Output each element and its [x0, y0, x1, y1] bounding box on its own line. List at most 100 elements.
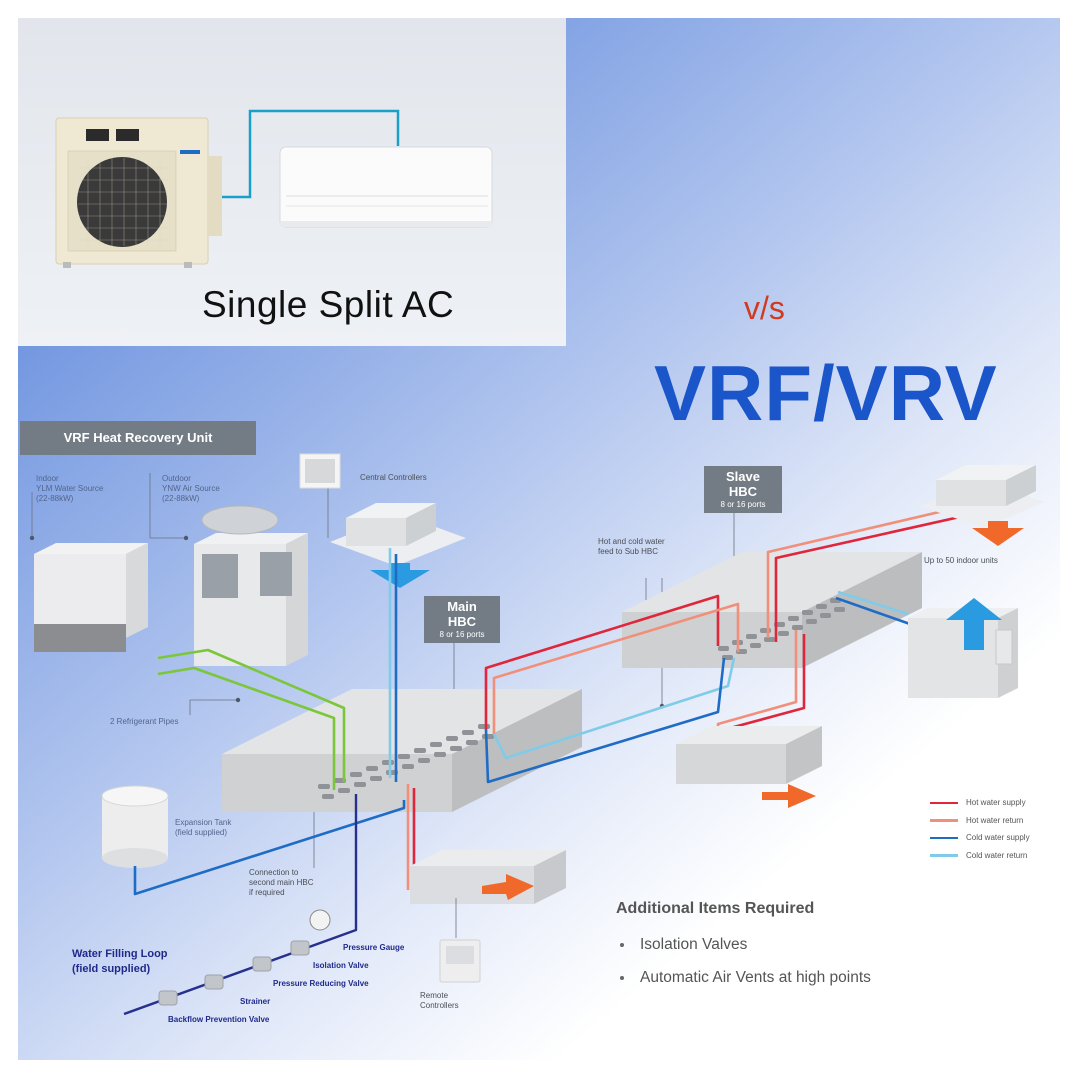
outdoor-unit-fan-grille: [201, 505, 279, 535]
ducted-unit-side: [786, 726, 822, 784]
main-hbc-port: [418, 758, 430, 763]
wall-unit-warm-airflow-arrow-icon: [482, 874, 534, 900]
floor-standing-unit-front: [908, 618, 998, 698]
pressure-gauge-icon: [309, 909, 331, 931]
main-hbc-port: [414, 748, 426, 753]
indoor-source-line2: YLM Water Source: [36, 484, 104, 493]
outdoor-unit-coil-side: [260, 552, 292, 596]
main-hbc-label: Main HBC 8 or 16 ports: [424, 596, 500, 644]
main-hbc-port: [402, 764, 414, 769]
legend-label: Cold water return: [966, 850, 1028, 860]
slave-hbc-port: [806, 619, 817, 624]
main-hbc-port: [482, 734, 494, 739]
pipe-legend: Hot water supply Hot water return Cold w…: [930, 794, 1030, 864]
second-hbc-connection-label: Connection to second main HBC if require…: [249, 868, 313, 898]
legend-swatch: [930, 836, 958, 839]
slave-hbc-port: [764, 637, 775, 642]
legend-label: Hot water supply: [966, 798, 1026, 808]
additional-item-text: Isolation Valves: [640, 935, 748, 953]
ducted-unit-top: [676, 726, 822, 744]
fill-loop-valve-0: [158, 990, 178, 1006]
backflow-prevention-valve-label: Backflow Prevention Valve: [168, 1015, 270, 1024]
main-hbc-unit-top: [222, 689, 582, 754]
second-hbc-line1: Connection to: [249, 868, 299, 877]
main-hbc-port: [354, 782, 366, 787]
slave-hbc-port: [802, 610, 813, 615]
ducted-warm-airflow-arrow-icon: [762, 784, 816, 808]
slave-hbc-unit-top: [622, 552, 922, 612]
outdoor-source-label: Outdoor YNW Air Source (22-88kW): [162, 474, 220, 504]
slave-hbc-unit-side: [802, 552, 922, 668]
additional-item-text: Automatic Air Vents at high points: [640, 968, 871, 986]
wall-panel-unit-top: [410, 850, 566, 866]
central-controllers-label: Central Controllers: [360, 473, 427, 482]
single-split-ac-panel: Single Split AC: [18, 18, 566, 346]
outdoor-source-line3: (22-88kW): [162, 494, 200, 503]
bullet-icon: [620, 942, 624, 947]
floor-unit-side-panel: [995, 629, 1013, 665]
refrigerant-pipe-2: [157, 666, 336, 790]
outdoor-air-source-unit-top: [194, 533, 308, 544]
upper-cassette-unit-front: [936, 480, 1006, 506]
pressure-reducing-valve-label: Pressure Reducing Valve: [273, 979, 369, 988]
fill-loop-valve-2: [252, 956, 272, 972]
legend-label: Hot water return: [966, 815, 1024, 825]
slave-hbc-port: [816, 604, 827, 609]
strainer-label: Strainer: [240, 997, 271, 1006]
main-hbc-port: [338, 788, 350, 793]
main-to-slave-hot-return: [492, 602, 740, 734]
main-hbc-subtitle: 8 or 16 ports: [439, 629, 485, 639]
ducted-unit-front: [676, 744, 786, 784]
slave-hbc-port: [746, 634, 757, 639]
slave-hbc-port: [778, 631, 789, 636]
additional-item: Isolation Valves: [616, 928, 871, 961]
legend-row-cold-return: Cold water return: [930, 847, 1030, 865]
legend-swatch: [930, 819, 958, 822]
main-hbc-port: [318, 784, 330, 789]
expansion-tank-pipe: [133, 800, 406, 896]
feed-note-line1: Hot and cold water: [598, 537, 665, 546]
wall-panel-unit-side: [534, 850, 566, 904]
slave-hbc-port: [750, 643, 761, 648]
water-filling-loop-line1: Water Filling Loop: [72, 948, 168, 960]
second-hbc-line3: if required: [249, 888, 285, 897]
expansion-tank-line2: (field supplied): [175, 828, 228, 837]
refrigerant-pipes-label: 2 Refrigerant Pipes: [110, 717, 179, 726]
main-hbc-port: [478, 724, 490, 729]
main-hbc-port: [398, 754, 410, 759]
upper-cassette-unit-top: [936, 465, 1036, 480]
legend-swatch: [930, 854, 958, 857]
legend-swatch: [930, 801, 958, 804]
fill-loop-valve-1: [204, 974, 224, 990]
main-hbc-title: Main HBC: [447, 599, 477, 629]
main-hbc-port: [446, 736, 458, 741]
slave-to-cassette-hot-return: [766, 500, 983, 638]
remote-controllers-label: Remote Controllers: [420, 991, 459, 1011]
indoor-units-count-label: Up to 50 indoor units: [924, 556, 998, 565]
main-hbc-port: [322, 794, 334, 799]
main-hbc-port: [462, 730, 474, 735]
remote-controller-screen: [446, 946, 474, 964]
isolation-valve-label: Isolation Valve: [313, 961, 369, 970]
outdoor-condenser-unit: [55, 117, 222, 268]
main-hbc-port: [450, 746, 462, 751]
split-ac-illustration: [55, 109, 493, 268]
outdoor-source-line1: Outdoor: [162, 474, 191, 483]
main-hbc-port: [350, 772, 362, 777]
slave-hbc-title: Slave HBC: [726, 469, 760, 499]
indoor-source-line3: (22-88kW): [36, 494, 74, 503]
slave-hbc-port: [792, 625, 803, 630]
leader-dot: [235, 697, 241, 703]
main-to-slave-hot-supply: [484, 594, 720, 730]
water-filling-loop-line2: (field supplied): [72, 962, 151, 975]
legend-row-hot-return: Hot water return: [930, 812, 1030, 830]
expansion-tank-top: [101, 785, 169, 807]
indoor-source-line1: Indoor: [36, 474, 59, 483]
remote-controllers-line1: Remote: [420, 991, 449, 1000]
ceiling-cassette-unit-side: [406, 503, 436, 546]
hot-cold-feed-label: Hot and cold water feed to Sub HBC: [598, 537, 665, 557]
slave-to-floor-unit-cold-supply: [835, 596, 911, 626]
infographic-canvas[interactable]: Single Split AC v/s VRF/VRV VRF Heat Rec…: [18, 18, 1060, 1060]
single-split-ac-title: Single Split AC: [202, 284, 455, 325]
slave-to-cassette-hot-supply: [774, 510, 983, 642]
